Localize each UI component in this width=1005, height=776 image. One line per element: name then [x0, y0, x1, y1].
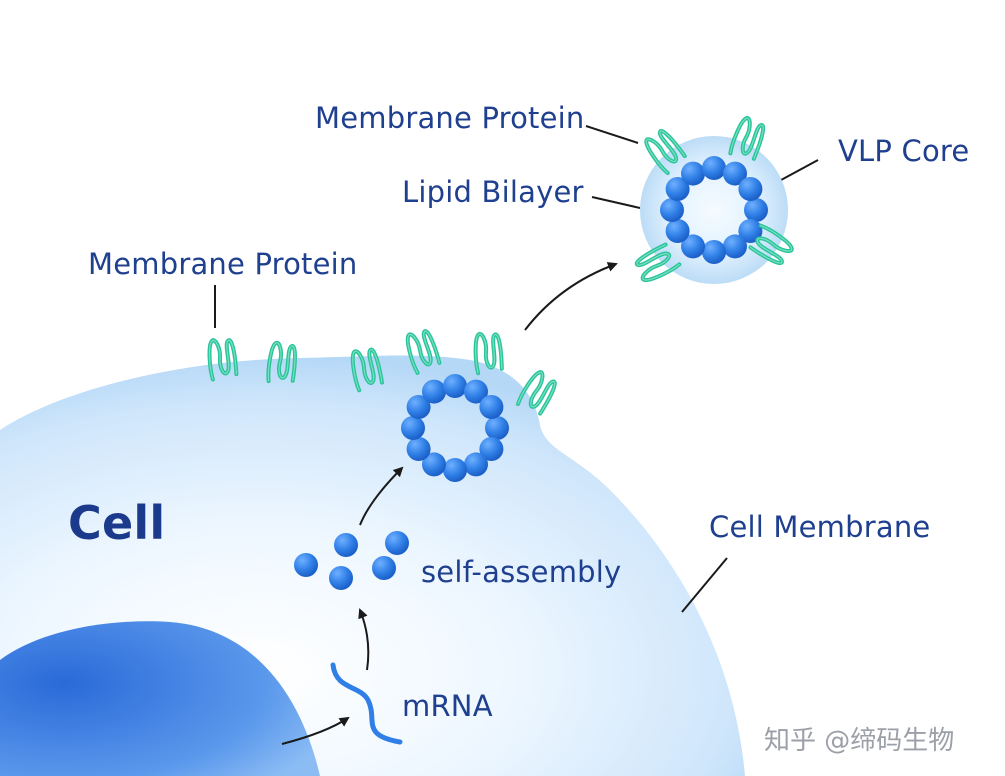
capsid-subunit: [665, 177, 690, 201]
arrow-budding-to-vlp: [524, 262, 618, 331]
capsid-subunit: [738, 177, 763, 201]
nucleus: [0, 621, 320, 776]
capsid-subunit: [665, 219, 690, 243]
capsid-subunit: [401, 416, 425, 440]
label-lipid-bilayer: Lipid Bilayer: [402, 175, 584, 209]
capsid-subunit: [723, 234, 747, 259]
capsid-subunit: [464, 379, 488, 404]
capsid-subunit: [422, 379, 446, 404]
capsid-subunit: [723, 161, 747, 186]
label-vlp-core: VLP Core: [838, 134, 970, 168]
capsid-subunit: [464, 452, 488, 477]
label-cell-membrane: Cell Membrane: [709, 510, 931, 544]
capsid-subunit: [443, 458, 467, 482]
subunit-particle: [329, 566, 353, 590]
capsid-subunit: [479, 437, 504, 461]
label-self-assembly: self-assembly: [421, 555, 622, 589]
arrow-subunits-to-capsid: [359, 466, 404, 526]
capsid-subunit: [702, 240, 726, 264]
label-cell: Cell: [68, 496, 166, 550]
subunit-particle: [372, 556, 396, 580]
capsid-ring-in-cell: [401, 374, 509, 482]
capsid-subunit: [702, 156, 726, 180]
subunit-particle: [334, 533, 358, 557]
subunit-particle: [385, 531, 409, 555]
vlp-core-ring: [660, 156, 768, 264]
capsid-subunit: [744, 198, 768, 222]
capsid-subunit: [479, 395, 504, 419]
watermark: 知乎 @缔码生物: [764, 726, 955, 756]
capsid-subunit: [681, 161, 705, 186]
leader-lipid-bilayer: [591, 196, 641, 209]
capsid-subunit: [443, 374, 467, 398]
label-membrane-protein-left: Membrane Protein: [88, 247, 358, 281]
capsid-subunit: [681, 234, 705, 259]
subunit-particle: [294, 553, 318, 577]
membrane-protein-icon: [471, 329, 505, 376]
leader-membrane-protein-top: [585, 125, 639, 144]
capsid-subunit: [406, 395, 431, 419]
mrna-strand: [330, 662, 403, 745]
arrow-nucleus-to-mrna: [281, 716, 350, 745]
capsid-subunit: [406, 437, 431, 461]
arrow-mrna-to-subunits: [358, 608, 370, 671]
capsid-subunit: [660, 198, 684, 222]
capsid-subunit: [738, 219, 763, 243]
label-mrna: mRNA: [402, 689, 493, 723]
leader-cell-membrane: [681, 557, 728, 613]
capsid-subunit: [485, 416, 509, 440]
capsid-subunit: [422, 452, 446, 477]
label-membrane-protein-top: Membrane Protein: [315, 101, 585, 135]
